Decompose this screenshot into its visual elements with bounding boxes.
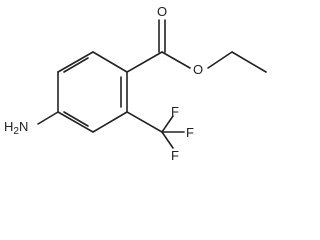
ring-bond-c3-c4 (57, 111, 94, 133)
fluorine-right-label: F (186, 125, 194, 140)
ring-bond-c5-c6 (57, 51, 94, 73)
ch2-to-ch3-bond (231, 51, 267, 73)
ethyl-ester-group (126, 19, 267, 73)
amine-hydrogen-count: 2 (13, 126, 19, 137)
ring-double-bond-inner-bottom (63, 111, 89, 127)
ester-oxygen-to-ch2-bond (207, 51, 233, 69)
trifluoromethyl-group (126, 111, 185, 149)
fluorine-top-label: F (171, 104, 179, 119)
amine-label: H2N (4, 119, 28, 137)
ring-to-carbonyl-bond (126, 51, 163, 73)
ring-bond-c2-c3 (92, 111, 128, 133)
cf3-to-f-bottom-bond (161, 131, 174, 149)
carbonyl-oxygen-label: O (157, 4, 167, 19)
ring-bond-c6-c1 (92, 51, 128, 73)
fluorine-bottom-label: F (171, 148, 179, 163)
ring-double-bond-inner-top (63, 57, 89, 73)
chemical-structure: O O H2N F F F (4, 4, 267, 163)
amine-nitrogen-label: N (19, 119, 28, 134)
ring-to-amine-bond (37, 111, 59, 125)
ring-to-cf3-bond (126, 111, 163, 133)
ester-oxygen-label: O (193, 62, 203, 77)
amine-hydrogen-label: H (4, 119, 13, 134)
cf3-to-f-top-bond (161, 115, 174, 133)
benzene-ring (57, 51, 128, 133)
carbonyl-to-ester-oxygen-bond (161, 51, 191, 69)
